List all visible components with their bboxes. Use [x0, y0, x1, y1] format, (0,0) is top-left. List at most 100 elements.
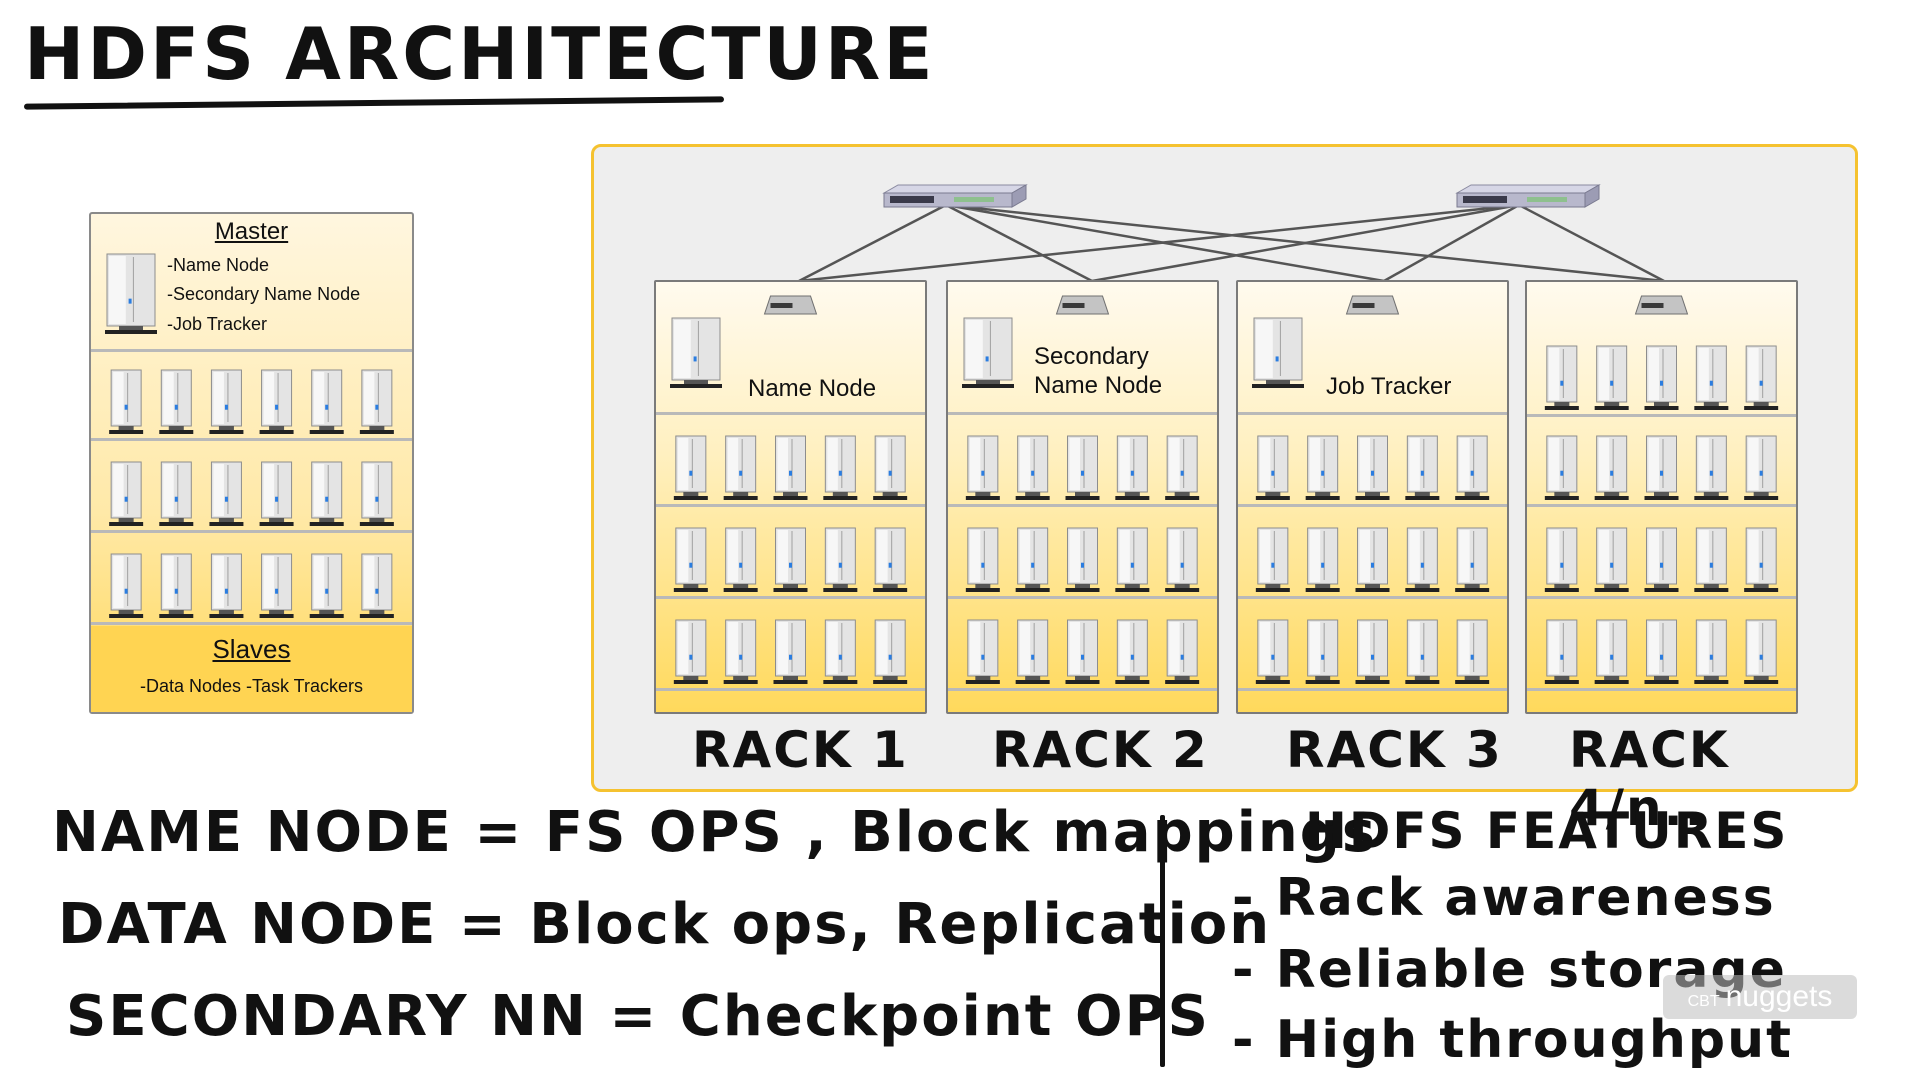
server-icon	[1594, 619, 1629, 684]
notes-divider	[1160, 815, 1165, 1067]
rack-shelf	[656, 596, 925, 599]
server-icon	[159, 461, 194, 526]
rack-1: Name Node	[654, 280, 927, 714]
rack-shelf	[91, 349, 412, 352]
server-icon	[1165, 527, 1200, 592]
server-icon	[1694, 435, 1729, 500]
slaves-items: -Data Nodes -Task Trackers	[139, 676, 364, 696]
server-icon	[1115, 619, 1150, 684]
note-secondary-nn: SECONDARY NN = Checkpoint OPS	[66, 984, 1210, 1049]
rack-shelf	[656, 504, 925, 507]
server-icon	[1455, 527, 1490, 592]
master-slave-diagram: Master -Name Node -Secondary Name Node -…	[89, 212, 414, 714]
server-icon	[1065, 435, 1100, 500]
network-links	[798, 203, 1665, 283]
watermark-name: nuggets	[1725, 980, 1833, 1013]
server-icon	[209, 369, 244, 434]
server-icon	[1252, 317, 1304, 388]
server-icon	[1594, 345, 1629, 410]
server-icon	[1744, 619, 1779, 684]
server-icon	[1694, 619, 1729, 684]
server-icon	[1644, 619, 1679, 684]
server-icon	[962, 317, 1014, 388]
server-icon	[1405, 527, 1440, 592]
server-icon	[723, 435, 758, 500]
rack-3-node-label: Job Tracker	[1326, 373, 1452, 400]
server-icon	[965, 527, 1000, 592]
rack-4	[1525, 280, 1798, 714]
rack-2-node-label: Secondary Name Node	[1034, 343, 1163, 399]
server-icon	[1305, 527, 1340, 592]
note-data-node: DATA NODE = Block ops, Replication	[58, 892, 1272, 957]
cbt-nuggets-watermark: CBT nuggets	[1663, 975, 1857, 1019]
server-icon	[359, 461, 394, 526]
slaves-band: Slaves -Data Nodes -Task Trackers	[91, 626, 412, 712]
core-switch-right-icon	[1455, 184, 1601, 208]
rack-3: Job Tracker	[1236, 280, 1509, 714]
server-icon	[773, 527, 808, 592]
server-icon	[723, 619, 758, 684]
server-icon	[1544, 435, 1579, 500]
server-icon	[823, 619, 858, 684]
server-icon	[823, 435, 858, 500]
server-icon	[773, 619, 808, 684]
watermark-brand: CBT	[1687, 993, 1720, 1010]
server-icon	[209, 461, 244, 526]
master-item-secondary-name-node: -Secondary Name Node	[167, 284, 361, 304]
server-icon	[673, 435, 708, 500]
rack-shelf	[1527, 414, 1796, 417]
rack-shelf	[91, 530, 412, 533]
server-icon	[1065, 527, 1100, 592]
server-icon	[673, 527, 708, 592]
server-icon	[1255, 435, 1290, 500]
network-switches	[798, 184, 1665, 283]
server-icon	[1255, 619, 1290, 684]
server-icon	[1355, 619, 1390, 684]
server-icon	[1305, 619, 1340, 684]
server-icon	[1544, 619, 1579, 684]
server-icon	[1015, 619, 1050, 684]
server-icon	[773, 435, 808, 500]
server-icon	[1594, 435, 1629, 500]
note-name-node: NAME NODE = FS OPS , Block mappings	[52, 800, 1378, 865]
server-icon	[259, 369, 294, 434]
slaves-title: Slaves	[212, 634, 291, 664]
server-icon	[1744, 435, 1779, 500]
server-icon	[259, 461, 294, 526]
rack-2-label: RACK 2	[992, 721, 1209, 779]
server-icon	[1405, 619, 1440, 684]
server-icon	[873, 527, 908, 592]
server-icon	[259, 553, 294, 618]
rack-shelf	[1238, 596, 1507, 599]
master-title: Master	[214, 218, 289, 245]
server-icon	[1744, 527, 1779, 592]
server-icon	[1305, 435, 1340, 500]
rack-shelf	[948, 412, 1217, 415]
master-slave-servers	[91, 253, 412, 625]
server-icon	[309, 369, 344, 434]
rack-4-servers	[1527, 295, 1796, 691]
rack-shelf	[656, 412, 925, 415]
rack-3-label: RACK 3	[1286, 721, 1503, 779]
server-icon	[1544, 527, 1579, 592]
rack-2-servers	[948, 295, 1217, 691]
features-title: HDFS FEATURES	[1305, 802, 1789, 860]
server-icon	[209, 553, 244, 618]
core-switch-left-icon	[882, 184, 1028, 208]
rack-shelf	[948, 688, 1217, 691]
server-icon	[965, 435, 1000, 500]
feature-high-throughput: - High throughput	[1232, 1010, 1793, 1070]
master-item-name-node: -Name Node	[167, 255, 270, 275]
server-icon	[873, 619, 908, 684]
rack-1-node-label: Name Node	[748, 375, 877, 402]
rack-1-servers	[656, 295, 925, 691]
server-icon	[1644, 345, 1679, 410]
server-icon	[673, 619, 708, 684]
server-icon	[1544, 345, 1579, 410]
server-icon	[670, 317, 722, 388]
server-icon	[1065, 619, 1100, 684]
rack-1-label: RACK 1	[692, 721, 909, 779]
rack-shelf	[1527, 596, 1796, 599]
server-icon	[1115, 527, 1150, 592]
page-title: HDFS ARCHITECTURE	[24, 12, 936, 96]
